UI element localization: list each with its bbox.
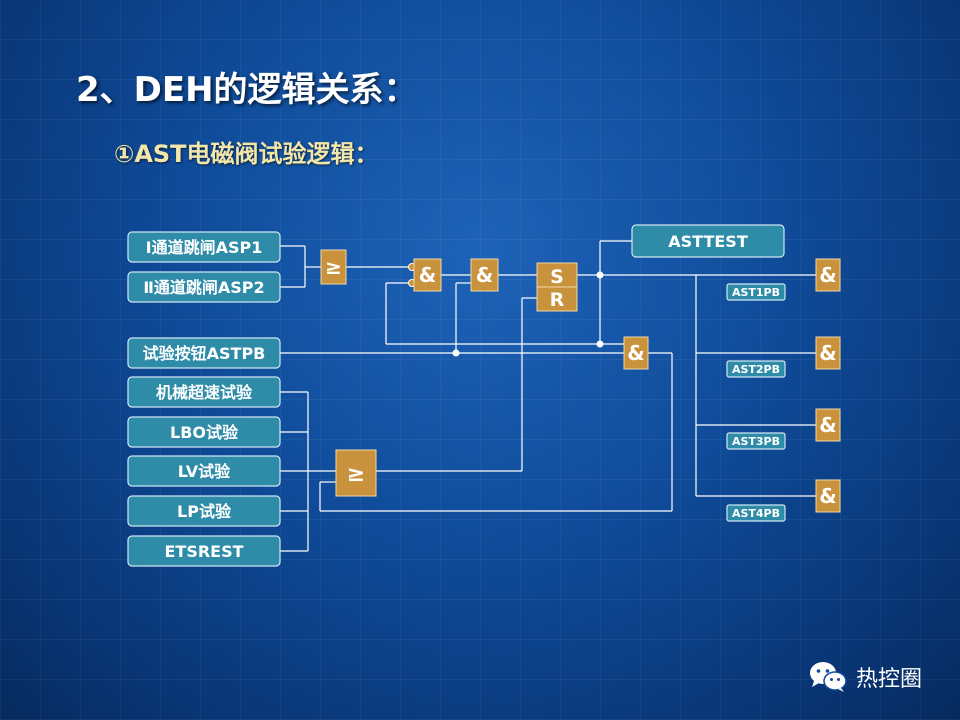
and-gate-ast4-symbol: & (819, 484, 836, 508)
input-lbo-box (127, 416, 281, 448)
sr-reset-label: R (550, 289, 565, 311)
input-asp2-box (127, 271, 281, 303)
wires (280, 240, 816, 552)
or-gate-2-symbol: ≥ (347, 462, 365, 487)
and-gate-ast2-symbol: & (819, 341, 836, 365)
and-gate-3 (623, 336, 649, 370)
gates: ≥ & & S R & ≥ & & & & (320, 249, 841, 513)
junction-dot (596, 340, 604, 348)
input-lp-box (127, 495, 281, 527)
output-ast4pb-label: AST4PB (732, 507, 780, 520)
output-ast2pb-box (726, 360, 786, 378)
output-ast4pb-box (726, 504, 786, 522)
page-title: 2、DEH的逻辑关系： (76, 70, 418, 110)
and-gate-ast3 (815, 408, 841, 442)
input-overspeed-box (127, 376, 281, 408)
and-gate-ast1-symbol: & (819, 263, 836, 287)
input-lv-box (127, 455, 281, 487)
asttest-box (631, 224, 785, 258)
and-gate-1 (413, 258, 442, 292)
input-asp1-label: Ⅰ通道跳闸ASP1 (146, 238, 263, 257)
or-gate-1-symbol: ≥ (325, 255, 342, 279)
or-gate-1 (320, 249, 347, 285)
output-ast1pb-label: AST1PB (732, 286, 780, 299)
output-ast1pb-box (726, 283, 786, 301)
input-boxes: Ⅰ通道跳闸ASP1 Ⅱ通道跳闸ASP2 试验按钮ASTPB 机械超速试验 LBO… (127, 231, 281, 567)
output-ast2pb-label: AST2PB (732, 363, 780, 376)
sr-set-label: S (550, 266, 564, 288)
input-overspeed-label: 机械超速试验 (156, 383, 253, 402)
input-asp2-label: Ⅱ通道跳闸ASP2 (143, 278, 264, 297)
input-etsrest-label: ETSREST (164, 542, 243, 561)
input-lv-label: LV试验 (178, 462, 231, 481)
and-gate-2 (470, 258, 499, 292)
and-gate-3-symbol: & (627, 341, 644, 365)
input-astpb-label: 试验按钮ASTPB (143, 344, 266, 363)
input-asp1-box (127, 231, 281, 263)
asttest-label: ASTTEST (668, 232, 748, 251)
output-labels: AST1PB AST2PB AST3PB AST4PB (726, 283, 786, 522)
page-subtitle: ①AST电磁阀试验逻辑： (114, 140, 379, 168)
output-ast3pb-label: AST3PB (732, 435, 780, 448)
watermark-text: 热控圈 (856, 667, 923, 692)
input-lbo-label: LBO试验 (170, 423, 239, 442)
watermark-logo: 热控圈 (808, 660, 922, 694)
and-gate-2-symbol: & (476, 263, 493, 287)
or-gate-2 (335, 449, 377, 497)
input-lp-label: LP试验 (177, 502, 232, 521)
output-ast3pb-box (726, 432, 786, 450)
wechat-icon (810, 662, 847, 692)
and-gate-ast3-symbol: & (819, 413, 836, 437)
junction-dot (452, 349, 460, 357)
input-astpb-box (127, 337, 281, 369)
and-gate-ast4 (815, 479, 841, 513)
sr-reset-block (536, 286, 578, 312)
junction-dot (596, 271, 604, 279)
and-gate-1-symbol: & (419, 263, 436, 287)
input-etsrest-box (127, 535, 281, 567)
and-gate-ast1 (815, 258, 841, 292)
and-gate-ast2 (815, 336, 841, 370)
